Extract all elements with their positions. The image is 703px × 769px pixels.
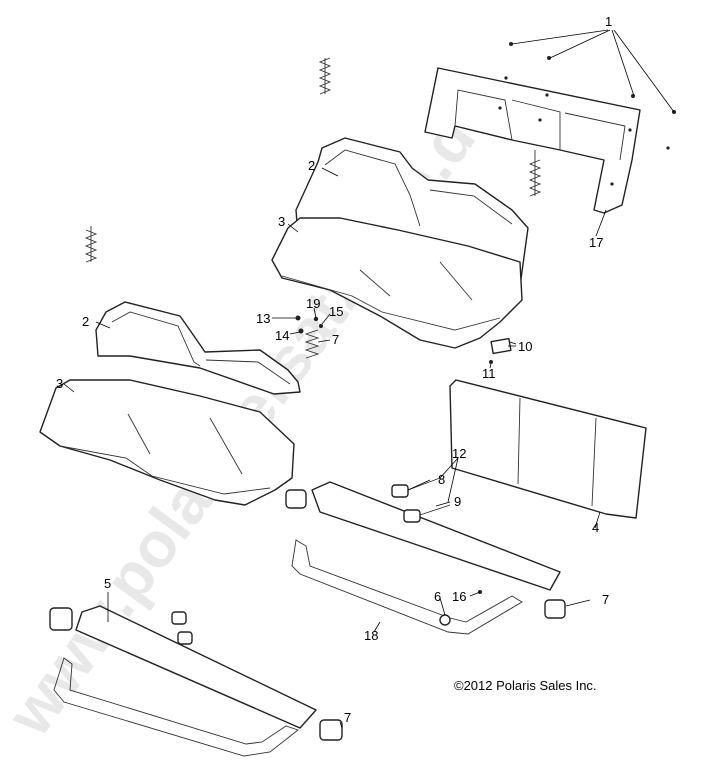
spring-upper-left [318, 57, 332, 95]
callout-5: 5 [104, 576, 111, 591]
callout-13: 13 [256, 311, 270, 326]
callout-7a: 7 [332, 332, 339, 347]
callout-3b: 3 [56, 376, 63, 391]
callout-2b: 2 [82, 314, 89, 329]
spring-hardware [295, 315, 323, 359]
callout-14: 14 [275, 328, 289, 343]
callout-19: 19 [306, 296, 320, 311]
frame-upper [285, 481, 566, 635]
seat-lower [39, 301, 301, 506]
callout-6: 6 [434, 589, 441, 604]
callout-11: 11 [482, 366, 496, 381]
callout-18: 18 [364, 628, 378, 643]
callout-15: 15 [329, 304, 343, 319]
leader-lines [63, 29, 675, 729]
storage-panel [449, 379, 647, 519]
callout-12: 12 [452, 446, 466, 461]
frame-lower [49, 605, 343, 757]
spring-upper-right [528, 150, 542, 197]
callout-7b: 7 [602, 592, 609, 607]
spring-left [84, 226, 98, 263]
seat-upper [271, 137, 529, 349]
seat-back-panel [424, 67, 641, 214]
callout-labels: 1 17 2 3 2 3 13 14 19 15 7 10 11 12 8 9 … [56, 14, 612, 725]
callout-4: 4 [592, 520, 599, 535]
latch-assembly [391, 477, 451, 523]
callout-8: 8 [438, 472, 445, 487]
callout-17: 17 [589, 235, 603, 250]
callout-7c: 7 [344, 710, 351, 725]
callout-2a: 2 [308, 158, 315, 173]
callout-1: 1 [605, 14, 612, 29]
latch-part [489, 337, 512, 364]
callout-9: 9 [454, 494, 461, 509]
callout-16: 16 [452, 589, 466, 604]
copyright-text: ©2012 Polaris Sales Inc. [454, 678, 597, 693]
callout-10: 10 [518, 339, 532, 354]
callout-3a: 3 [278, 214, 285, 229]
